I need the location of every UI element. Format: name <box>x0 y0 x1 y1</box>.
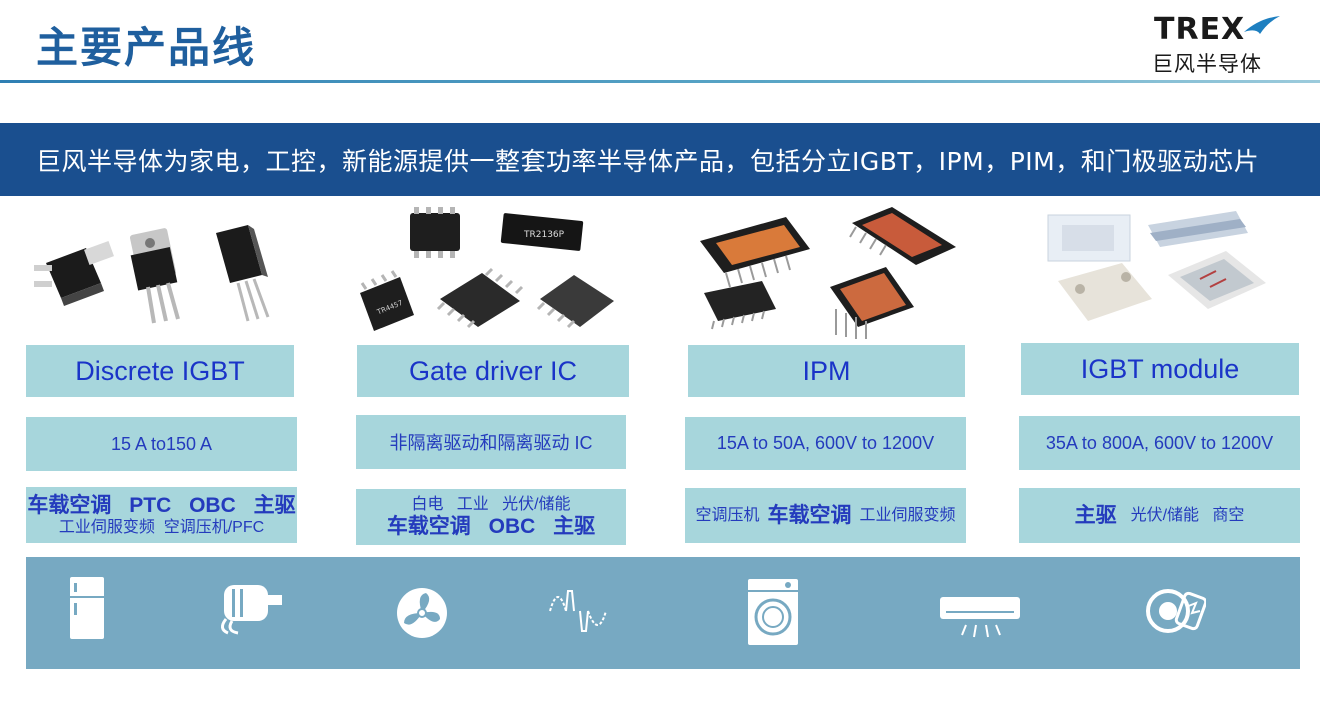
apps-gate-driver-ic: 白电 工业 光伏/储能 车载空调 OBC 主驱 <box>356 489 626 545</box>
title-divider <box>0 80 1320 83</box>
ipm-image <box>690 203 965 341</box>
to263-package-icon <box>34 241 114 306</box>
refrigerator-icon <box>70 577 104 639</box>
washing-machine-icon <box>748 579 798 645</box>
apps-ipm: 空调压机 车载空调 工业伺服变频 <box>685 488 966 543</box>
ipm-small-chip-icon <box>704 281 776 330</box>
spec-label: 35A to 800A, 600V to 1200V <box>1045 432 1274 453</box>
banner-text: 巨风半导体为家电，工控，新能源提供一整套功率半导体产品，包括分立IGBT，IPM… <box>36 146 1260 176</box>
igbt-module-62mm-icon <box>1148 211 1248 247</box>
spec-label: 非隔离驱动和隔离驱动 IC <box>389 433 593 453</box>
category-label: IGBT module <box>1080 353 1240 384</box>
apps-item-highlight: 车载空调 <box>767 503 852 527</box>
apps-primary-line: 车载空调 PTC OBC 主驱 <box>27 493 296 517</box>
igbt-module-easy-icon <box>1047 214 1131 262</box>
motor-icon <box>221 585 282 635</box>
apps-item-highlight: 主驱 <box>1074 503 1117 527</box>
soic16-chip-icon <box>436 267 524 329</box>
apps-discrete-igbt: 车载空调 PTC OBC 主驱 工业伺服变频 空调压机/PFC <box>26 487 297 543</box>
category-label: IPM <box>802 355 851 386</box>
trex-logo: TREX 巨风半导体 <box>1150 8 1290 76</box>
ipm-module-icon <box>700 217 810 288</box>
igbt-module-image <box>1040 203 1300 341</box>
category-label: Gate driver IC <box>408 355 578 386</box>
tr4457-chip-icon: TR4457 <box>360 270 414 331</box>
air-conditioner-icon <box>940 597 1020 638</box>
chip-mark-tr2136p: TR2136P <box>523 230 565 240</box>
spec-ipm: 15A to 50A, 600V to 1200V <box>685 417 966 470</box>
apps-primary-line: 车载空调 OBC 主驱 <box>386 515 596 538</box>
igbt-module-econo-icon <box>1058 263 1152 321</box>
spec-discrete-igbt: 15 A to150 A <box>26 417 297 471</box>
fan-icon <box>397 588 447 638</box>
apps-igbt-module: 主驱 光伏/储能 商空 <box>1019 488 1300 543</box>
soic16-wide-chip-icon <box>536 275 614 329</box>
logo-swoosh-icon <box>1244 16 1280 34</box>
ipm-module-icon-3 <box>830 267 914 339</box>
discrete-igbt-image <box>26 203 296 341</box>
to247-package-icon <box>129 228 180 324</box>
apps-secondary-line: 工业伺服变频 空调压机/PFC <box>58 519 265 536</box>
category-gate-driver-ic: Gate driver IC <box>357 345 629 397</box>
application-icon-bar <box>26 557 1300 669</box>
page-title: 主要产品线 <box>36 23 257 72</box>
spec-gate-driver-ic: 非隔离驱动和隔离驱动 IC <box>356 415 626 469</box>
igbt-module-open-icon <box>1168 251 1266 309</box>
logo-chinese-text: 巨风半导体 <box>1152 52 1262 76</box>
soic8-chip-icon <box>410 207 460 258</box>
category-discrete-igbt: Discrete IGBT <box>26 345 294 397</box>
ev-motor-icon <box>1146 589 1206 633</box>
category-label: Discrete IGBT <box>75 355 245 386</box>
apps-item: 工业伺服变频 <box>859 506 956 524</box>
logo-text: TREX <box>1154 12 1246 47</box>
category-ipm: IPM <box>688 345 965 397</box>
tr2136p-chip-icon: TR2136P <box>500 213 584 251</box>
to220-package-icon <box>216 225 270 322</box>
spec-label: 15 A to150 A <box>110 433 213 454</box>
apps-secondary-line: 白电 工业 光伏/储能 <box>411 495 571 513</box>
apps-item: 空调压机 <box>695 506 760 524</box>
apps-item: 光伏/储能 商空 <box>1130 506 1245 524</box>
spec-label: 15A to 50A, 600V to 1200V <box>716 433 935 453</box>
inverter-waveform-icon <box>549 590 607 632</box>
spec-igbt-module: 35A to 800A, 600V to 1200V <box>1019 416 1300 470</box>
gate-driver-image: TR2136P TR4457 <box>352 203 627 341</box>
ipm-module-icon-2 <box>849 207 956 265</box>
intro-banner: 巨风半导体为家电，工控，新能源提供一整套功率半导体产品，包括分立IGBT，IPM… <box>0 123 1320 196</box>
category-igbt-module: IGBT module <box>1021 343 1299 395</box>
